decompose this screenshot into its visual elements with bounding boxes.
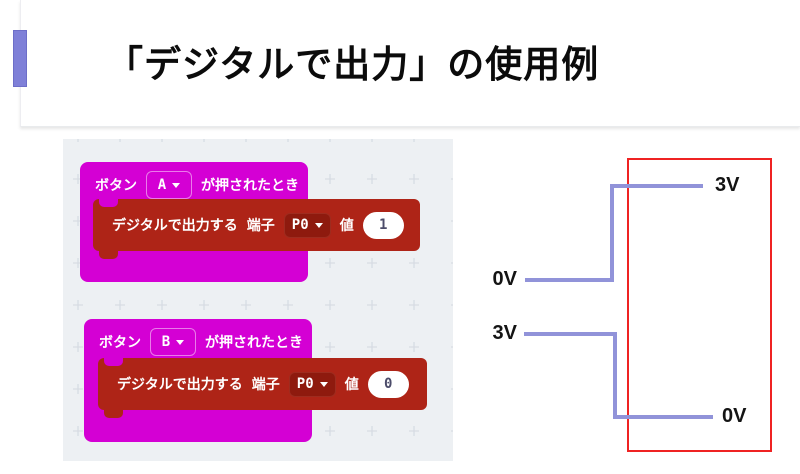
block-notch [99, 199, 118, 207]
block-tab [99, 251, 118, 259]
pin-label: 端子 [246, 218, 275, 234]
chevron-down-icon [314, 222, 323, 228]
signal-b-start-label: 3V [492, 322, 517, 344]
command-label: デジタルで出力する [117, 377, 243, 393]
page-title: 「デジタルで出力」の使用例 [106, 42, 600, 86]
event-prefix-label: ボタン [99, 335, 141, 351]
signal-b-high-line [524, 332, 617, 336]
chevron-down-icon [172, 182, 181, 188]
pin-dropdown[interactable]: P0 [283, 212, 331, 238]
signal-a-end-label: 3V [715, 174, 740, 196]
digital-write-block-2[interactable]: デジタルで出力する 端子 P0 値 0 [98, 358, 427, 418]
signal-diagram: 0V 3V 3V 0V [485, 155, 785, 457]
event-suffix-label: が押されたとき [205, 335, 303, 351]
signal-b-fall-line [613, 332, 617, 419]
chevron-down-icon [176, 339, 185, 345]
event-prefix-label: ボタン [95, 178, 137, 194]
event-suffix-label: が押されたとき [201, 178, 299, 194]
pin-dropdown[interactable]: P0 [288, 371, 336, 397]
pin-dropdown-value: P0 [291, 217, 309, 233]
value-label: 値 [339, 218, 354, 234]
diagram-frame [627, 158, 772, 452]
button-dropdown-value: A [157, 177, 167, 193]
title-accent-bar [13, 30, 27, 87]
blocks-workspace[interactable]: ボタン A が押されたとき デジタルで出力する 端子 P0 値 1 ボタ [63, 139, 453, 461]
event-block-header: ボタン A が押されたとき [95, 171, 299, 199]
block-notch [104, 358, 123, 366]
chevron-down-icon [319, 381, 328, 387]
button-dropdown-value: B [161, 334, 171, 350]
event-block-header: ボタン B が押されたとき [99, 328, 303, 356]
pin-dropdown-value: P0 [296, 376, 314, 392]
button-dropdown[interactable]: B [150, 328, 196, 356]
pin-label: 端子 [251, 377, 280, 393]
signal-a-high-line [610, 184, 703, 188]
signal-a-start-label: 0V [492, 268, 517, 290]
value-input[interactable]: 1 [362, 211, 404, 239]
signal-a-low-line [525, 278, 614, 282]
block-tab [104, 410, 123, 418]
command-label: デジタルで出力する [112, 218, 238, 234]
signal-a-rise-line [610, 184, 614, 282]
button-dropdown[interactable]: A [146, 171, 192, 199]
signal-b-end-label: 0V [722, 405, 747, 427]
value-label: 値 [344, 377, 359, 393]
title-card: 「デジタルで出力」の使用例 [20, 0, 800, 127]
value-input[interactable]: 0 [367, 370, 409, 398]
digital-write-block-1[interactable]: デジタルで出力する 端子 P0 値 1 [93, 199, 420, 259]
signal-b-low-line [613, 415, 713, 419]
